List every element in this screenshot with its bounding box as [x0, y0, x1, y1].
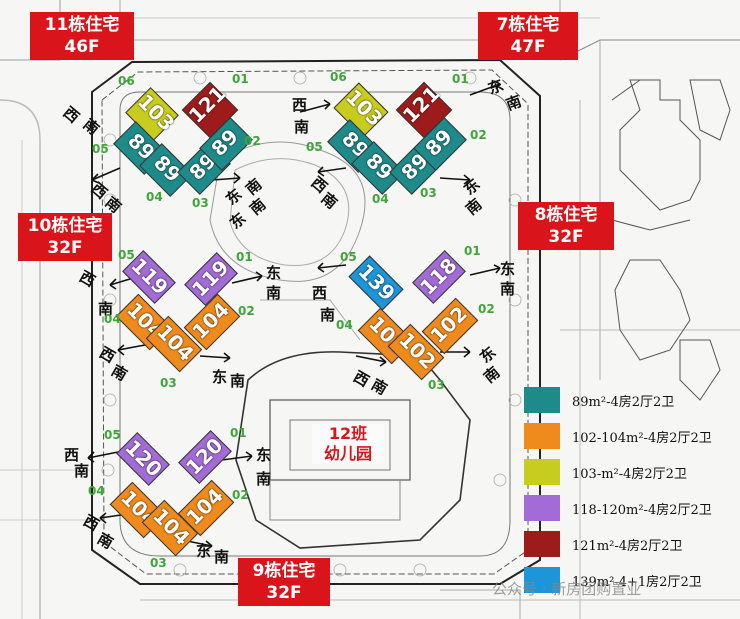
unit-number: 04 [372, 192, 389, 206]
kindergarten-line1: 12班 [328, 424, 368, 443]
legend-item: 121m²-4房2厅2卫 [524, 526, 734, 562]
unit-number: 01 [230, 426, 247, 440]
direction-label: 西 [292, 96, 308, 114]
legend-label: 89m²-4房2厅2卫 [572, 394, 675, 410]
legend-swatch [524, 531, 560, 557]
direction-label: 南 [294, 118, 310, 136]
unit-number: 03 [428, 378, 445, 392]
direction-label: 东 [266, 264, 282, 282]
direction-label: 南 [214, 548, 230, 566]
unit-type-legend: 89m²-4房2厅2卫 102-104m²-4房2厅2卫 103-m²-4房2厅… [524, 382, 734, 598]
unit-number: 04 [146, 190, 163, 204]
legend-item: 89m²-4房2厅2卫 [524, 382, 734, 418]
direction-label: 南 [98, 300, 114, 318]
kindergarten-label: 12班 幼儿园 [312, 424, 384, 464]
direction-label: 东 [196, 542, 212, 560]
building-floors: 32F [266, 583, 302, 603]
building-floors: 47F [510, 37, 546, 57]
legend-item: 103-m²-4房2厅2卫 [524, 454, 734, 490]
unit-number: 01 [452, 72, 469, 86]
legend-swatch [524, 423, 560, 449]
direction-label: 南 [266, 284, 282, 302]
legend-swatch [524, 495, 560, 521]
direction-label: 南 [230, 372, 246, 390]
direction-label: 东 [256, 446, 272, 464]
unit-number: 05 [104, 428, 121, 442]
unit-number: 05 [340, 250, 357, 264]
unit-number: 02 [238, 304, 255, 318]
building-floors: 46F [64, 37, 100, 57]
legend-label: 103-m²-4房2厅2卫 [572, 466, 687, 482]
unit-number: 05 [92, 142, 109, 156]
direction-label: 南 [256, 470, 272, 488]
unit-number: 06 [330, 70, 347, 84]
building-name: 9栋住宅 [252, 561, 316, 581]
unit-number: 03 [160, 376, 177, 390]
legend-label: 102-104m²-4房2厅2卫 [572, 430, 712, 446]
unit-number: 04 [336, 318, 353, 332]
unit-number: 02 [244, 134, 261, 148]
legend-swatch [524, 459, 560, 485]
unit-number: 02 [470, 128, 487, 142]
direction-label: 南 [74, 462, 90, 480]
building-label-11: 11栋住宅 46F [30, 12, 134, 60]
building-label-8: 8栋住宅 32F [518, 202, 614, 250]
legend-label: 118-120m²-4房2厅2卫 [572, 502, 712, 518]
direction-label: 西 [64, 446, 80, 464]
watermark: 公众号 · 新房团购置业 [492, 580, 642, 598]
legend-item: 102-104m²-4房2厅2卫 [524, 418, 734, 454]
unit-number: 04 [104, 312, 121, 326]
direction-label: 南 [320, 306, 336, 324]
legend-swatch [524, 387, 560, 413]
kindergarten-line2: 幼儿园 [323, 444, 372, 463]
building-name: 11栋住宅 [44, 15, 120, 35]
direction-label: 南 [500, 280, 516, 298]
building-name: 7栋住宅 [496, 15, 560, 35]
direction-label: 西 [312, 284, 328, 302]
legend-item: 118-120m²-4房2厅2卫 [524, 490, 734, 526]
building-name: 8栋住宅 [534, 205, 598, 225]
unit-number: 03 [192, 196, 209, 210]
unit-number: 01 [464, 244, 481, 258]
unit-number: 03 [420, 186, 437, 200]
unit-number: 06 [118, 74, 135, 88]
building-label-10: 10栋住宅 32F [18, 213, 112, 261]
unit-number: 01 [232, 72, 249, 86]
orientation-arrows [87, 80, 501, 551]
building-label-7: 7栋住宅 47F [478, 12, 578, 60]
unit-number: 02 [478, 302, 495, 316]
unit-number: 05 [306, 140, 323, 154]
unit-number: 05 [118, 248, 135, 262]
building-label-9: 9栋住宅 32F [238, 558, 330, 606]
unit-number: 04 [88, 484, 105, 498]
direction-label: 东 [212, 368, 228, 386]
legend-label: 121m²-4房2厅2卫 [572, 538, 683, 554]
unit-number: 03 [150, 556, 167, 570]
legend-swatch [524, 567, 560, 593]
direction-label: 东 [500, 260, 516, 278]
unit-number: 02 [232, 488, 249, 502]
legend-item: 139m²-4+1房2厅2卫 [524, 562, 734, 598]
building-name: 10栋住宅 [27, 216, 103, 236]
building-floors: 32F [548, 227, 584, 247]
building-floors: 32F [47, 238, 83, 258]
legend-label: 139m²-4+1房2厅2卫 [572, 574, 702, 590]
unit-number: 01 [236, 250, 253, 264]
